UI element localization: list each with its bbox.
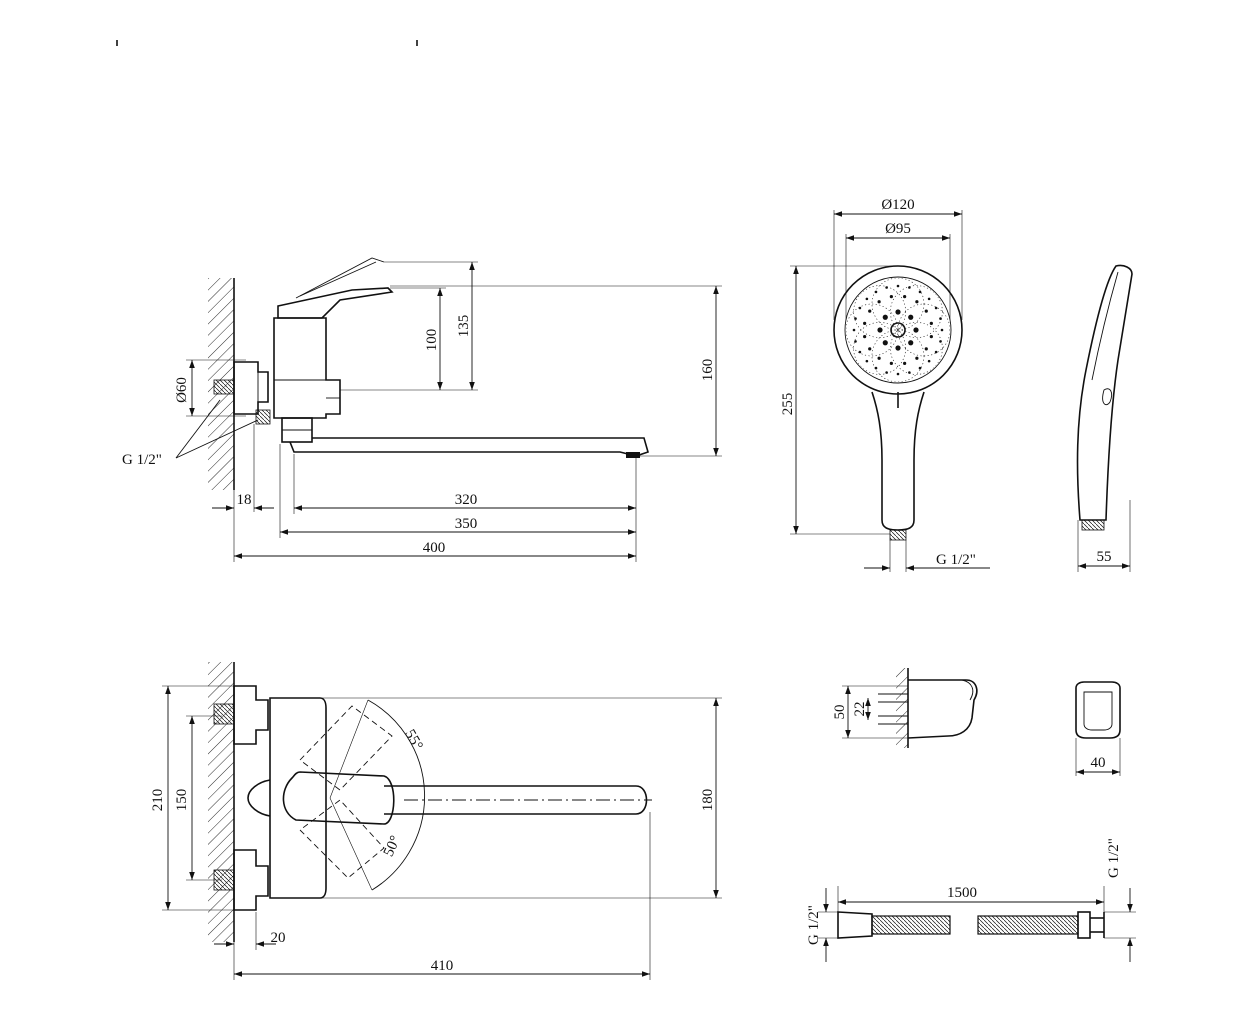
dim-d95: Ø95 (885, 221, 911, 237)
nozzle-dot (863, 321, 867, 325)
nozzle-dot (940, 328, 944, 332)
nozzle-dot (924, 347, 928, 351)
dim-255: 255 (780, 393, 796, 416)
dim-410: 410 (431, 958, 454, 974)
angle-50: 50° (381, 833, 404, 859)
nozzle-pattern (846, 278, 950, 382)
dim-d120: Ø120 (881, 197, 914, 213)
nozzle-dot (868, 309, 872, 313)
nozzle-dot (939, 317, 942, 320)
nozzle-dot (885, 286, 888, 289)
nozzle-dot (858, 350, 862, 354)
nozzle-dot (865, 359, 869, 363)
side-width-label: 55 (1097, 549, 1112, 565)
hose-length-label: 1500 (947, 885, 977, 901)
nozzle-dot (877, 300, 881, 304)
nozzle-dot (908, 340, 914, 346)
shower-holder-side-view: 50 22 (832, 668, 978, 748)
nozzle-dot (854, 340, 857, 343)
nozzle-dot (927, 297, 931, 301)
mixer-top-view: 55° 50° 210 150 180 20 410 (150, 662, 722, 980)
nozzle-dot (908, 314, 914, 320)
hose-thread-right: G 1/2" (1106, 838, 1122, 878)
nozzle-dot (929, 321, 933, 325)
dim-20: 20 (271, 930, 286, 946)
nozzle-dot (852, 328, 856, 332)
nozzle-dot (929, 335, 933, 339)
dim-320: 320 (455, 492, 478, 508)
nozzle-dot (903, 361, 907, 365)
nozzle-dot (868, 347, 872, 351)
dim-210: 210 (150, 789, 166, 812)
nozzle-ring (871, 278, 925, 331)
dim-50: 50 (832, 705, 848, 720)
dim-400: 400 (423, 540, 446, 556)
shower-head-front-view: Ø120 Ø95 255 G 1/2" (780, 197, 990, 572)
dim-100: 100 (424, 329, 440, 352)
nozzle-dot (896, 284, 900, 288)
dim-22: 22 (852, 702, 868, 717)
shower-thread-label: G 1/2" (936, 552, 976, 568)
nozzle-dot (915, 356, 919, 360)
dim-150: 150 (174, 789, 190, 812)
nozzle-dot (918, 290, 922, 294)
nozzle-dot (908, 286, 911, 289)
crop-marks (116, 40, 418, 46)
nozzle-dot (854, 317, 857, 320)
nozzle-dot (895, 309, 901, 315)
nozzle-dot (874, 366, 878, 370)
dim-18: 18 (237, 492, 252, 508)
nozzle-dot (927, 359, 931, 363)
shower-head-side-view: 55 (1076, 264, 1133, 572)
holder-width-label: 40 (1091, 755, 1106, 771)
nozzle-dot (903, 295, 907, 299)
nozzle-dot (896, 372, 900, 376)
nozzle-dot (934, 306, 938, 310)
nozzle-dot (874, 290, 878, 294)
nozzle-dot (908, 371, 911, 374)
shower-hose: 1500 G 1/2" G 1/2" (806, 838, 1136, 962)
dim-350: 350 (455, 516, 478, 532)
nozzle-dot (882, 340, 888, 346)
nozzle-dot (877, 327, 883, 333)
nozzle-ring (871, 329, 925, 382)
shower-holder-front-view: 40 (1075, 681, 1121, 776)
nozzle-ring (853, 322, 906, 375)
nozzle-ring (890, 322, 943, 375)
nozzle-dot (924, 309, 928, 313)
dim-180: 180 (700, 789, 716, 812)
hose-thread-left: G 1/2" (806, 905, 822, 945)
nozzle-dot (913, 327, 919, 333)
dim-135: 135 (456, 315, 472, 338)
nozzle-dot (889, 361, 893, 365)
nozzle-dot (882, 314, 888, 320)
nozzle-dot (858, 306, 862, 310)
angle-55: 55° (401, 727, 425, 753)
side-thread-label: G 1/2" (122, 452, 162, 468)
nozzle-dot (934, 350, 938, 354)
nozzle-ring (853, 285, 906, 338)
nozzle-dot (889, 295, 893, 299)
nozzle-dot (863, 335, 867, 339)
nozzle-dot (895, 345, 901, 351)
nozzle-dot (918, 366, 922, 370)
dim-d60: Ø60 (174, 377, 190, 403)
nozzle-dot (865, 297, 869, 301)
nozzle-dot (939, 340, 942, 343)
nozzle-dot (885, 371, 888, 374)
nozzle-ring (890, 285, 943, 338)
nozzle-dot (915, 300, 919, 304)
mixer-side-view: 100 135 160 Ø60 G 1/2" 18 320 350 400 (122, 257, 722, 562)
nozzle-dot (877, 356, 881, 360)
dim-160: 160 (700, 359, 716, 382)
